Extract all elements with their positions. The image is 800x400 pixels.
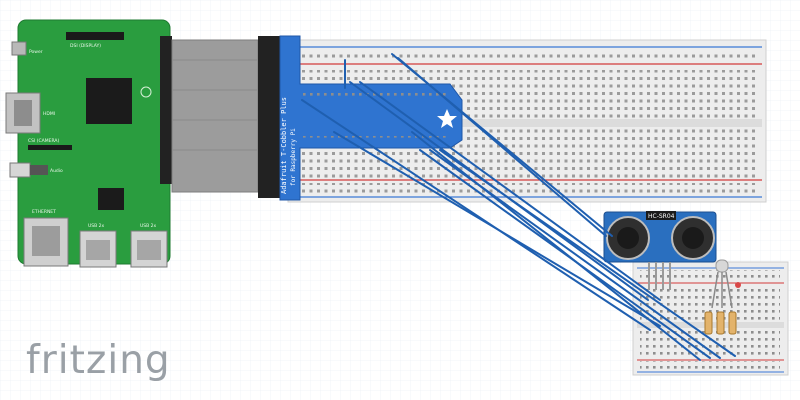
- wire-5: [359, 81, 661, 301]
- usb2-label: USB 2x: [140, 223, 157, 229]
- usb-controller-chip: [98, 188, 124, 210]
- ultrasonic-sensor: HC-SR04: [603, 211, 717, 290]
- sensor-label: HC-SR04: [648, 213, 675, 220]
- wire-3: [397, 57, 607, 237]
- ethernet-label: ETHERNET: [32, 209, 56, 215]
- resistor-1: [704, 311, 713, 335]
- cobbler-sublabel: for Raspberry Pi: [290, 128, 297, 186]
- resistors: [704, 311, 737, 335]
- jumper-wires: [301, 53, 736, 361]
- main-breadboard: [287, 39, 767, 203]
- rgb-led: [711, 259, 741, 309]
- wire-8: [411, 131, 701, 361]
- power-label: Power: [29, 49, 43, 55]
- audio-port: [9, 162, 31, 178]
- ribbon-connector: [258, 36, 282, 198]
- small-breadboard: [632, 261, 789, 376]
- star-logo-icon: [437, 109, 457, 128]
- ribbon-cable: [171, 36, 282, 198]
- fritzing-watermark: fritzing: [26, 338, 171, 383]
- camera-label: CSI (CAMERA): [28, 138, 59, 144]
- resistor-2: [716, 311, 725, 335]
- soc-chip: [86, 78, 132, 124]
- cobbler-label: Adafruit T-Cobbler Plus: [280, 97, 288, 194]
- power-port: [11, 41, 27, 56]
- usb1-label: USB 2x: [88, 223, 105, 229]
- wire-7: [333, 131, 661, 327]
- hdmi-label: HDMI: [43, 111, 55, 117]
- display-connector: [66, 32, 124, 40]
- camera-connector: [28, 145, 72, 150]
- display-label: DSI (DISPLAY): [70, 43, 101, 49]
- wire-6: [301, 99, 651, 331]
- raspberry-pi-board: DSI (DISPLAY) Power HDMI CSI (CAMERA) Au…: [5, 19, 172, 268]
- led-red-dot: [735, 282, 741, 288]
- wire-10: [429, 149, 721, 359]
- wire-9: [419, 149, 711, 359]
- resistor-3: [728, 311, 737, 335]
- raspberry-logo-icon: [140, 86, 152, 98]
- gpio-header: [160, 36, 172, 184]
- wire-11: [439, 149, 736, 357]
- audio-label: Audio: [50, 168, 63, 174]
